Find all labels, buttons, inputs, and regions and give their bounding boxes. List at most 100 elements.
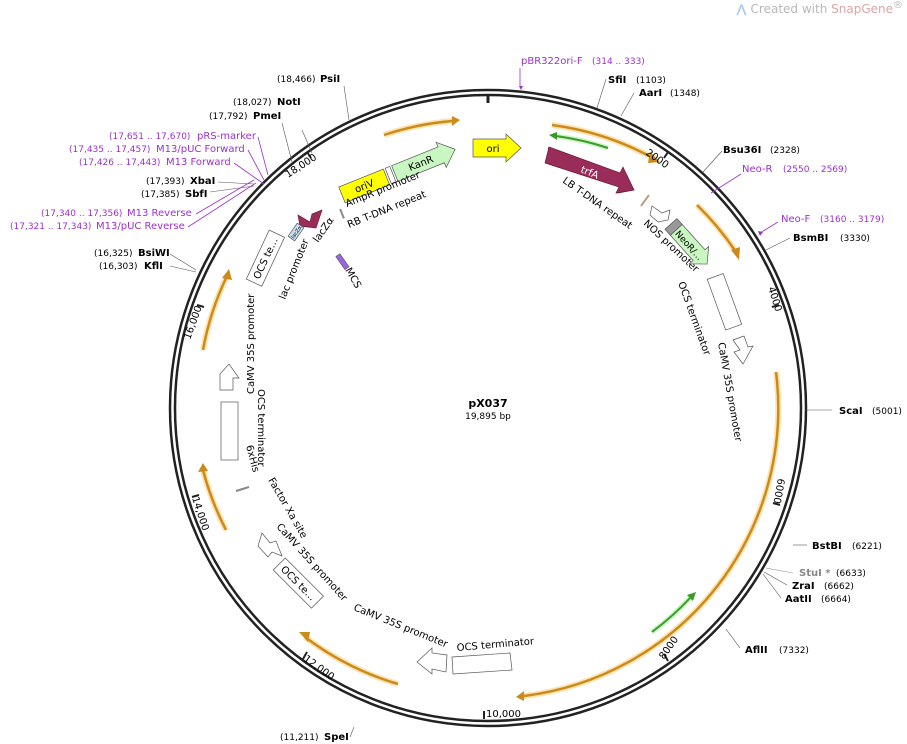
neo-r-primer-name: Neo-R bbox=[742, 164, 773, 175]
bsu36i-name: Bsu36I bbox=[723, 145, 761, 156]
m13puc-forward-line bbox=[247, 149, 265, 181]
bsmbi-line bbox=[765, 237, 791, 251]
psii-pos: (18,466) bbox=[277, 75, 316, 85]
orf-arc-top-right-glow bbox=[551, 122, 655, 161]
bsu36i-line bbox=[702, 150, 723, 173]
bsiwi-line bbox=[169, 253, 197, 271]
noti-name: NotI bbox=[277, 97, 301, 108]
ocs-terminator-left-label: OCS terminator bbox=[255, 389, 266, 467]
tick-6000 bbox=[772, 502, 781, 506]
zrai-pos: (6662) bbox=[824, 582, 854, 592]
oriv-feature-box bbox=[338, 168, 391, 204]
m13-forward-line bbox=[233, 162, 265, 185]
orf-arc-left-upper-glow bbox=[200, 274, 230, 351]
bsmbi-name: BsmBI bbox=[793, 233, 828, 244]
sbfi-pos: (17,385) bbox=[141, 190, 180, 200]
orf-arrowhead-right-long bbox=[516, 691, 524, 701]
snapgene-watermark: ⋀Created with SnapGene® bbox=[736, 0, 903, 16]
orf-arc-top-right bbox=[551, 123, 654, 160]
orf-arrowhead-right-upper bbox=[731, 247, 740, 260]
zrai-line bbox=[763, 571, 788, 586]
m13-reverse-line bbox=[195, 179, 255, 215]
tick-14000 bbox=[191, 494, 200, 498]
sfii-name: SfiI bbox=[608, 75, 626, 86]
scai-name: ScaI bbox=[839, 406, 863, 417]
m13puc-reverse-name: M13/pUC Reverse bbox=[96, 221, 185, 232]
m13-forward-name: M13 Forward bbox=[166, 157, 231, 168]
aatii-line bbox=[762, 573, 782, 599]
pmei-line bbox=[281, 122, 293, 163]
prs-marker-name: pRS-marker bbox=[197, 131, 257, 142]
m13puc-reverse-pos: (17,321 .. 17,343) bbox=[10, 222, 91, 232]
kanr-feature-arrow bbox=[391, 141, 456, 182]
ampr-promoter-box bbox=[384, 166, 397, 185]
mcs-label: MCS bbox=[342, 266, 363, 291]
ocs-terminator-right-label: OCS terminator bbox=[675, 280, 712, 357]
ocs-te-bottom-box bbox=[272, 557, 324, 609]
ocs-terminator-bottom-box bbox=[451, 652, 513, 675]
green-arrowhead-bottom bbox=[687, 592, 696, 601]
prs-marker-pos: (17,651 .. 17,670) bbox=[109, 132, 190, 142]
orf-arc-left-lower bbox=[201, 469, 228, 531]
sbfi-line bbox=[209, 185, 255, 193]
bsiwi-pos: (16,325) bbox=[94, 249, 133, 259]
camv35s-left-arrow bbox=[219, 363, 240, 391]
ocs-terminator-left-box bbox=[220, 401, 239, 461]
bsu36i-pos: (2328) bbox=[770, 146, 800, 156]
bstbi-pos: (6221) bbox=[852, 542, 882, 552]
kfli-name: KflI bbox=[144, 261, 163, 272]
watermark-mark: ® bbox=[893, 0, 903, 11]
camv35s-left-label: CaMV 35S promoter bbox=[246, 293, 257, 394]
orf-arc-left-upper bbox=[201, 275, 229, 351]
bstbi-name: BstBI bbox=[812, 541, 842, 552]
scai-pos: (5001) bbox=[872, 407, 902, 417]
orf-arc-top-left bbox=[383, 119, 453, 137]
pmei-name: PmeI bbox=[253, 111, 281, 122]
tick-label-10000: 10,000 bbox=[486, 709, 521, 720]
pbr322-primer-arrow bbox=[519, 86, 523, 90]
mcs-box bbox=[335, 253, 350, 271]
his6-mark bbox=[235, 486, 250, 492]
xbai-name: XbaI bbox=[190, 176, 215, 187]
stui-pos: (6633) bbox=[836, 569, 866, 579]
xbai-pos: (17,393) bbox=[146, 177, 185, 187]
spei-name: SpeI bbox=[324, 732, 349, 743]
stui-line bbox=[765, 567, 794, 574]
psii-line bbox=[343, 85, 350, 121]
lacza-feature-arrow bbox=[297, 209, 323, 229]
neo-f-primer-pos: (3160 .. 3179) bbox=[820, 215, 884, 225]
noti-pos: (18,027) bbox=[233, 98, 272, 108]
m13-reverse-name: M13 Reverse bbox=[127, 208, 192, 219]
watermark-brand: SnapGene bbox=[831, 2, 893, 16]
lacz-box bbox=[287, 222, 305, 242]
camv35s-bottom-arrow bbox=[416, 647, 448, 675]
noti-line bbox=[301, 129, 313, 154]
psii-name: PsiI bbox=[320, 74, 340, 85]
camv35s-lowerleft-arrow bbox=[257, 532, 283, 558]
aflii-line bbox=[725, 628, 741, 649]
sfii-pos: (1103) bbox=[636, 76, 666, 86]
bsmbi-pos: (3330) bbox=[840, 234, 870, 244]
orf-arrowhead-top-left bbox=[452, 116, 460, 126]
neo-r-primer-pos: (2550 .. 2569) bbox=[783, 165, 847, 175]
plasmid-length: 19,895 bp bbox=[465, 412, 511, 422]
prs-marker-line bbox=[257, 136, 269, 176]
lac-promoter-label: lac promoter bbox=[278, 237, 313, 301]
orf-arc-right-long bbox=[523, 371, 780, 698]
ori-feature-arrow bbox=[472, 133, 522, 163]
rb-tdna-mark bbox=[339, 208, 345, 219]
m13-forward-pos: (17,426 .. 17,443) bbox=[79, 158, 160, 168]
ocs-te-left-group: OCS te… bbox=[245, 229, 286, 287]
m13puc-reverse-line bbox=[187, 182, 257, 228]
trfa-feature-body bbox=[544, 146, 635, 194]
aatii-pos: (6664) bbox=[821, 595, 851, 605]
stui-name: StuI * bbox=[799, 568, 831, 579]
aflii-name: AflII bbox=[745, 645, 768, 656]
orf-arcs bbox=[198, 116, 782, 701]
camv35s-bottom-label: CaMV 35S promoter bbox=[352, 603, 450, 651]
orivkanr-group: oriV KanR bbox=[338, 141, 456, 219]
m13puc-forward-name: M13/pUC Forward bbox=[156, 144, 245, 155]
pbr322-primer-pos: (314 .. 333) bbox=[592, 57, 645, 67]
aari-line bbox=[620, 92, 635, 117]
